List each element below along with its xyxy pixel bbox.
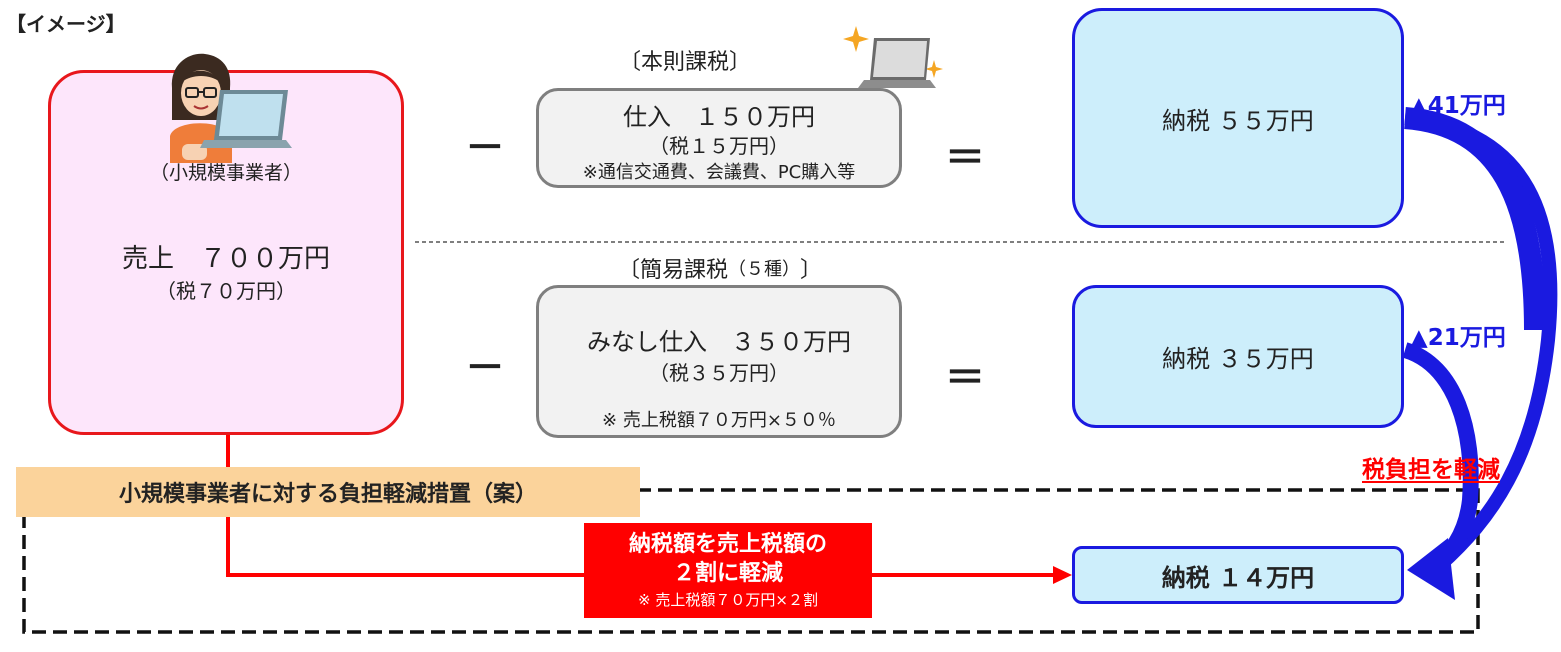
standard-purchase: 仕入 １５０万円 [623,103,815,131]
simplified-title-sub: （５種） [728,259,800,280]
equals-operator: ＝ [945,355,985,401]
blue-arrow-large-base [1403,107,1546,331]
minus-operator: － [465,345,505,391]
standard-purchase-box [536,88,902,188]
measure-badge: 納税額を売上税額の ２割に軽減 ※ 売上税額７０万円×２割 [584,523,872,618]
image-label: 【イメージ】 [6,12,126,36]
measure-result-box: 納税 １４万円 [1072,546,1404,604]
simplified-title-close: 〕 [800,258,823,283]
seller-sales: 売上 ７００万円 [121,244,330,274]
measure-badge-line2: ２割に軽減 [672,560,783,586]
standard-note: ※通信交通費、会議費、PC購入等 [582,162,856,183]
standard-result-box: 納税 ５５万円 [1072,8,1404,228]
seller-sales-tax: （税７０万円） [156,279,296,303]
red-arrowhead [1053,566,1072,584]
simplified-result: 納税 ３５万円 [1162,345,1314,373]
tax-burden-reduced-label: 税負担を軽減 [1362,457,1500,483]
standard-reduction-label: ▲41万円 [1410,93,1506,119]
minus-operator: － [465,125,505,171]
simplified-title-main: 〔簡易課税 [617,258,728,283]
standard-result: 納税 ５５万円 [1162,106,1314,135]
simplified-purchase-box [536,285,902,438]
simplified-result-box: 納税 ３５万円 [1072,285,1404,428]
simplified-reduction-label: ▲21万円 [1410,325,1506,351]
standard-title: 〔本則課税〕 [618,50,751,75]
person-with-laptop-icon [170,53,292,163]
seller-label: （小規模事業者） [149,162,302,184]
measure-badge-line1: 納税額を売上税額の [628,531,827,557]
blue-arrowhead [1407,538,1455,600]
simplified-note: ※ 売上税額７０万円×５０％ [602,410,836,431]
measure-band-title: 小規模事業者に対する負担軽減措置（案） [118,482,537,507]
equals-operator: ＝ [945,135,985,181]
measure-badge-note: ※ 売上税額７０万円×２割 [638,590,818,609]
simplified-purchase-tax: （税３５万円） [649,361,789,385]
simplified-purchase: みなし仕入 ３５０万円 [587,328,851,356]
measure-result: 納税 １４万円 [1161,563,1315,592]
blue-arrow-small [1402,342,1479,577]
measure-band: 小規模事業者に対する負担軽減措置（案） [16,467,640,517]
sparkle-laptop-icon [843,26,943,88]
standard-purchase-tax: （税１５万円） [649,134,789,158]
simplified-title: 〔簡易課税 （５種） 〕 [535,252,905,284]
